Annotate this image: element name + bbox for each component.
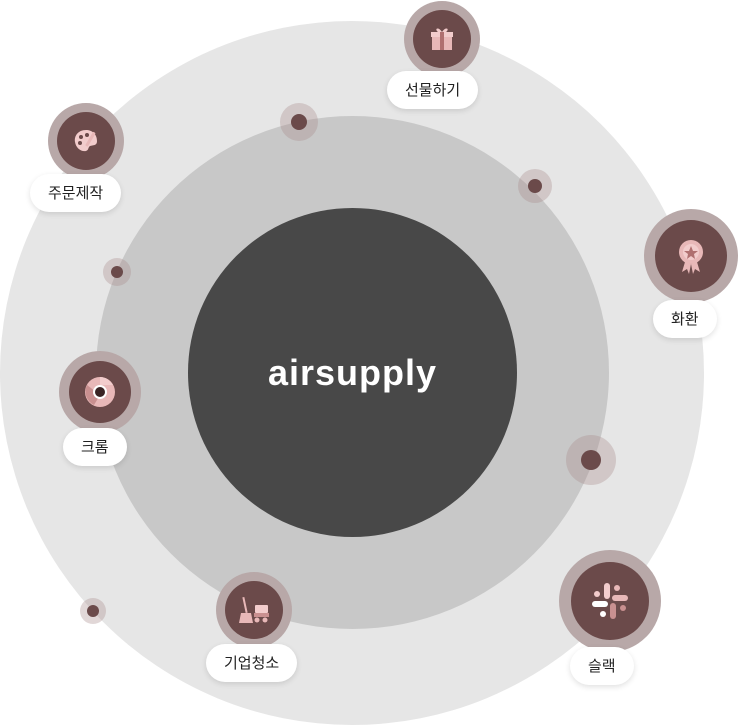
slack-node[interactable] [559,550,661,652]
gift-node[interactable] [404,1,480,77]
orbit-dot [280,103,318,141]
slack-icon [592,583,628,619]
exchange-label[interactable]: 화환 [653,300,717,338]
chrome-label[interactable]: 크롬 [63,428,127,466]
cleaning-node[interactable] [216,572,292,648]
palette-icon [74,130,97,152]
slack-label[interactable]: 슬랙 [570,647,634,685]
orbit-dot [80,598,106,624]
core-circle [188,208,517,537]
gift-label[interactable]: 선물하기 [387,71,479,109]
chrome-icon [85,377,115,407]
exchange-node[interactable] [644,209,738,303]
orbit-dot [566,435,616,485]
custom-label[interactable]: 주문제작 [30,174,122,212]
brand-logo: airsupply [267,351,438,393]
orbit-dot [103,258,131,286]
wreath-icon [679,240,703,274]
cleaning-label[interactable]: 기업청소 [206,644,298,682]
chrome-node[interactable] [59,351,141,433]
gift-icon [431,28,453,50]
broom-icon [239,596,269,623]
orbit-dot [518,169,552,203]
custom-node[interactable] [48,103,124,179]
